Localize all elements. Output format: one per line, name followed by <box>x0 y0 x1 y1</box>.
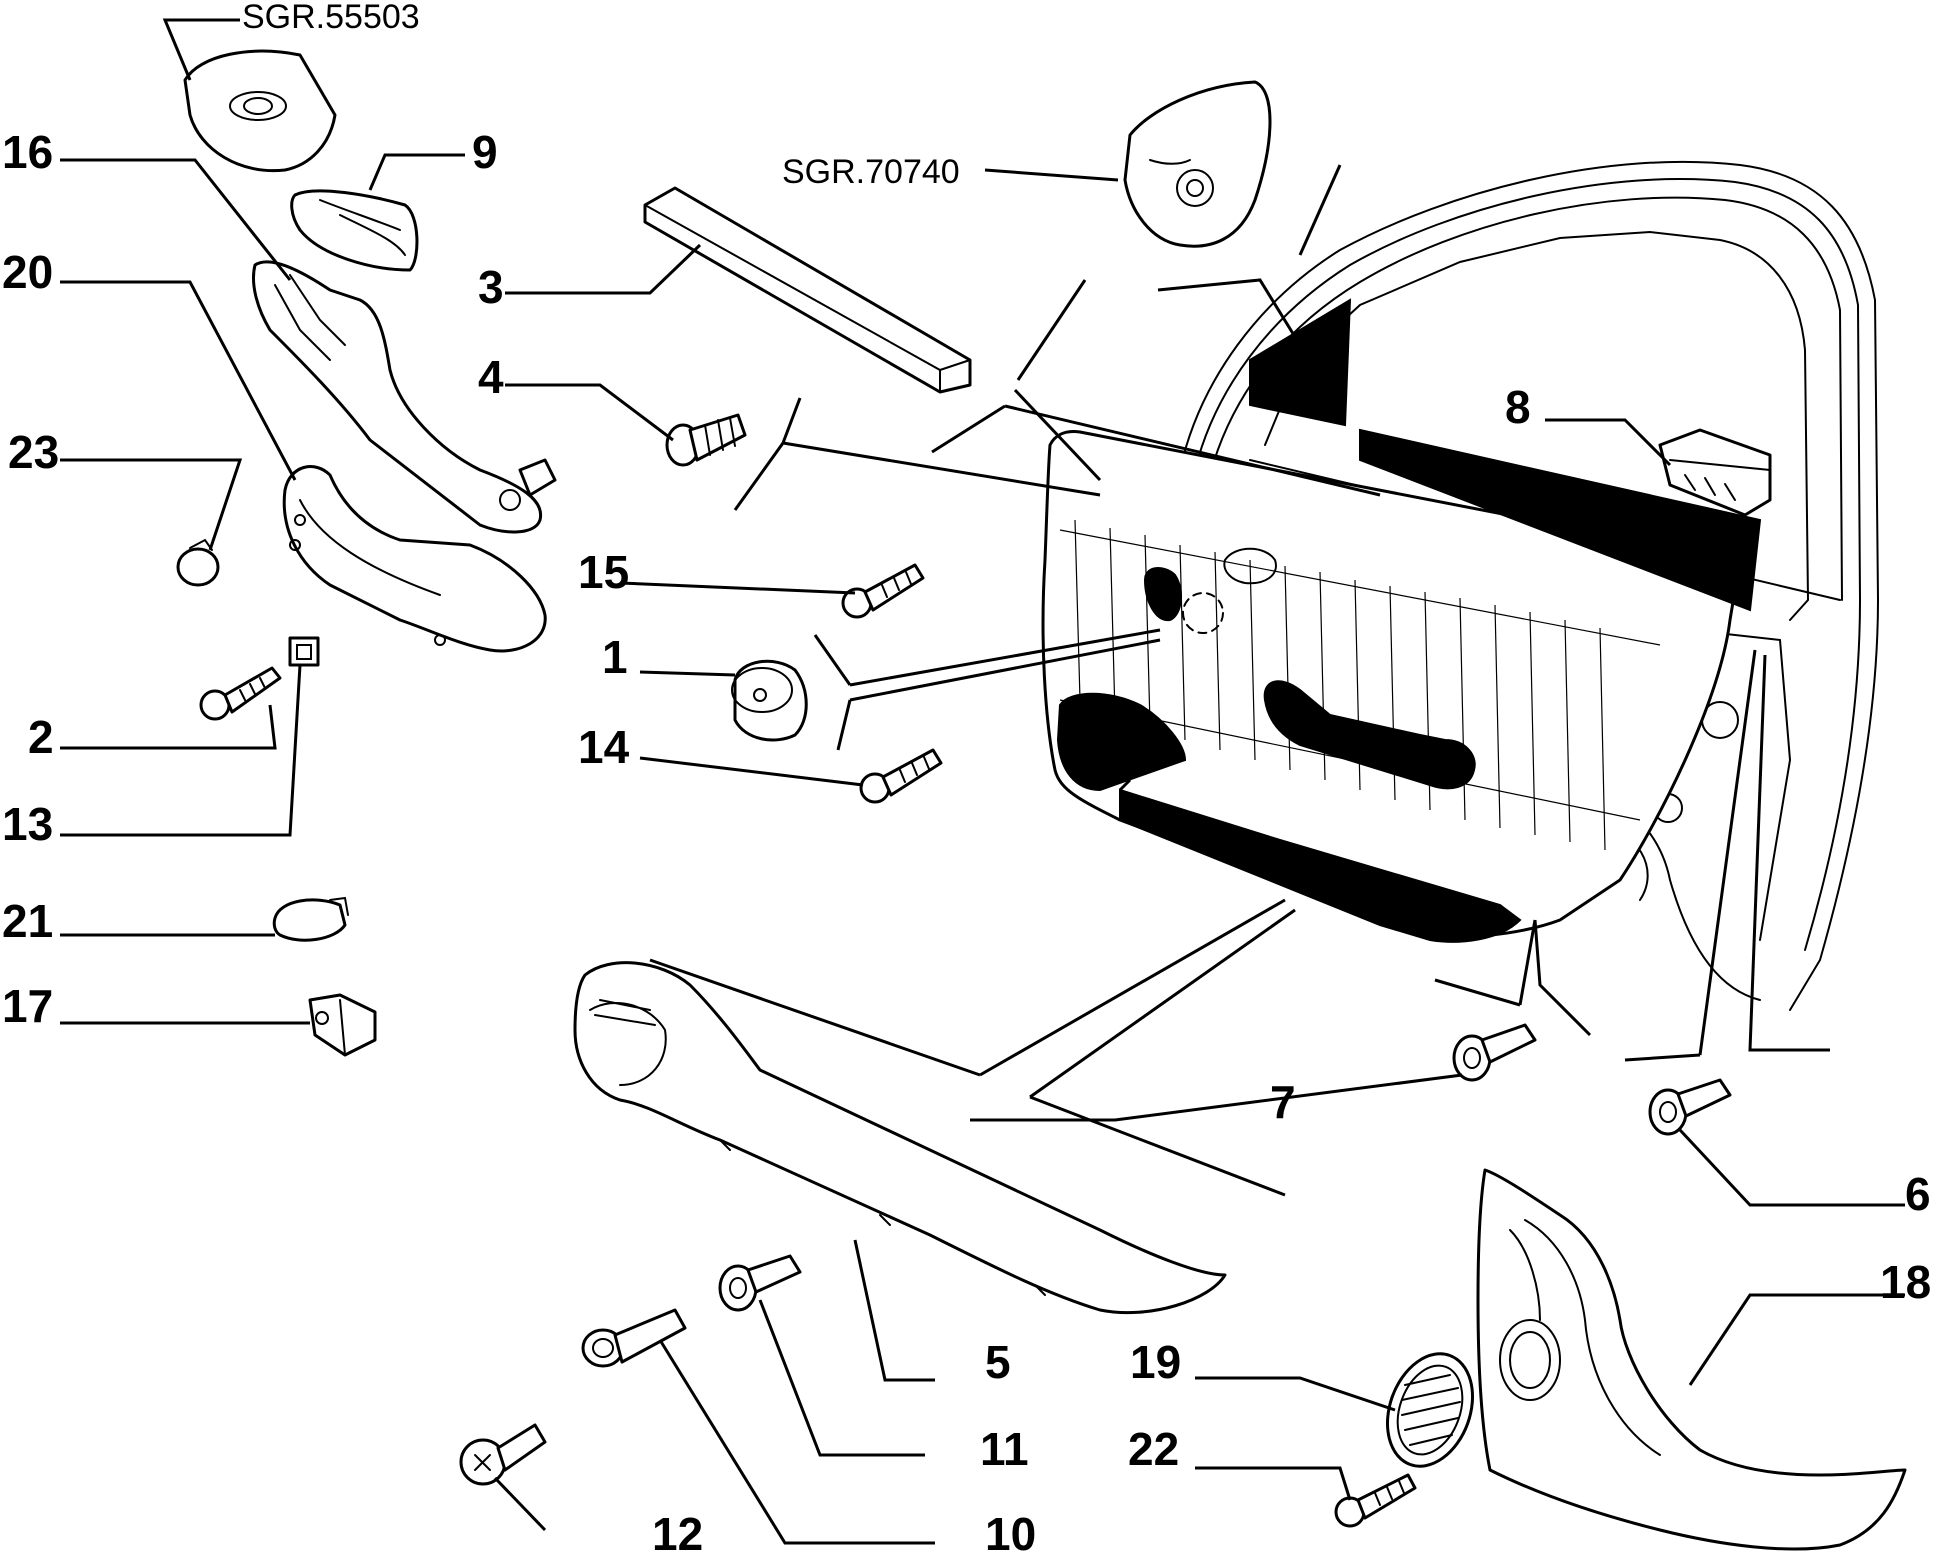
callout-5: 5 <box>985 1336 1011 1388</box>
part-9-handle-cover <box>290 189 419 272</box>
callout-22: 22 <box>1128 1423 1179 1475</box>
reference-label-sgr-70740: SGR.70740 <box>782 153 960 191</box>
part-12-screw <box>459 1423 547 1486</box>
callout-15: 15 <box>578 546 629 598</box>
part-21-cap <box>272 896 349 942</box>
reference-label-sgr-55503: SGR.55503 <box>242 0 420 36</box>
part-19-speaker-grille <box>1385 1352 1475 1468</box>
callout-7: 7 <box>1270 1076 1296 1128</box>
part-10-bolt <box>581 1308 687 1368</box>
part-1-grommet <box>731 659 808 742</box>
part-5-lower-trim <box>573 961 1227 1315</box>
callout-18: 18 <box>1880 1256 1931 1308</box>
callout-3: 3 <box>478 261 504 313</box>
part-2-screw <box>199 666 282 721</box>
part-22-screw <box>1334 1473 1417 1528</box>
cover-cap-70740 <box>1123 80 1272 248</box>
callout-9: 9 <box>472 126 498 178</box>
part-11-push-pin <box>718 1254 802 1312</box>
callout-21: 21 <box>2 895 53 947</box>
callout-20: 20 <box>2 246 53 298</box>
part-6-push-pin <box>1648 1078 1732 1136</box>
door-trim-panel <box>1041 430 1742 943</box>
cover-cap-55503 <box>183 49 337 173</box>
callout-10: 10 <box>985 1508 1036 1552</box>
part-8-retaining-clip <box>1658 428 1772 517</box>
callout-11: 11 <box>980 1423 1029 1475</box>
callout-2: 2 <box>28 711 54 763</box>
part-7-push-pin <box>1452 1023 1537 1082</box>
callout-16: 16 <box>2 126 53 178</box>
callout-19: 19 <box>1130 1336 1181 1388</box>
part-18-pocket-trim <box>1476 1168 1907 1551</box>
part-20-pull-handle <box>282 465 547 653</box>
callout-17: 17 <box>2 980 53 1032</box>
callout-6: 6 <box>1905 1168 1931 1220</box>
callout-leaders <box>60 18 1905 1545</box>
window-trim-strips <box>1249 298 1762 612</box>
callout-23: 23 <box>8 426 59 478</box>
callout-12: 12 <box>652 1508 703 1552</box>
part-13-clip <box>288 636 320 667</box>
panel-hatch <box>1059 519 1661 851</box>
callout-1: 1 <box>602 631 628 683</box>
callout-8: 8 <box>1505 381 1531 433</box>
callout-13: 13 <box>2 798 53 850</box>
part-17-bracket <box>308 993 377 1057</box>
part-14-screw <box>859 748 943 804</box>
part-15-screw <box>841 563 925 619</box>
callout-14: 14 <box>578 721 630 773</box>
part-3-trim-strip <box>643 186 972 394</box>
part-4-push-clip <box>665 413 747 467</box>
assembly-lines <box>649 164 1830 1197</box>
callout-4: 4 <box>478 351 504 403</box>
part-16-inner-handle <box>251 260 557 534</box>
